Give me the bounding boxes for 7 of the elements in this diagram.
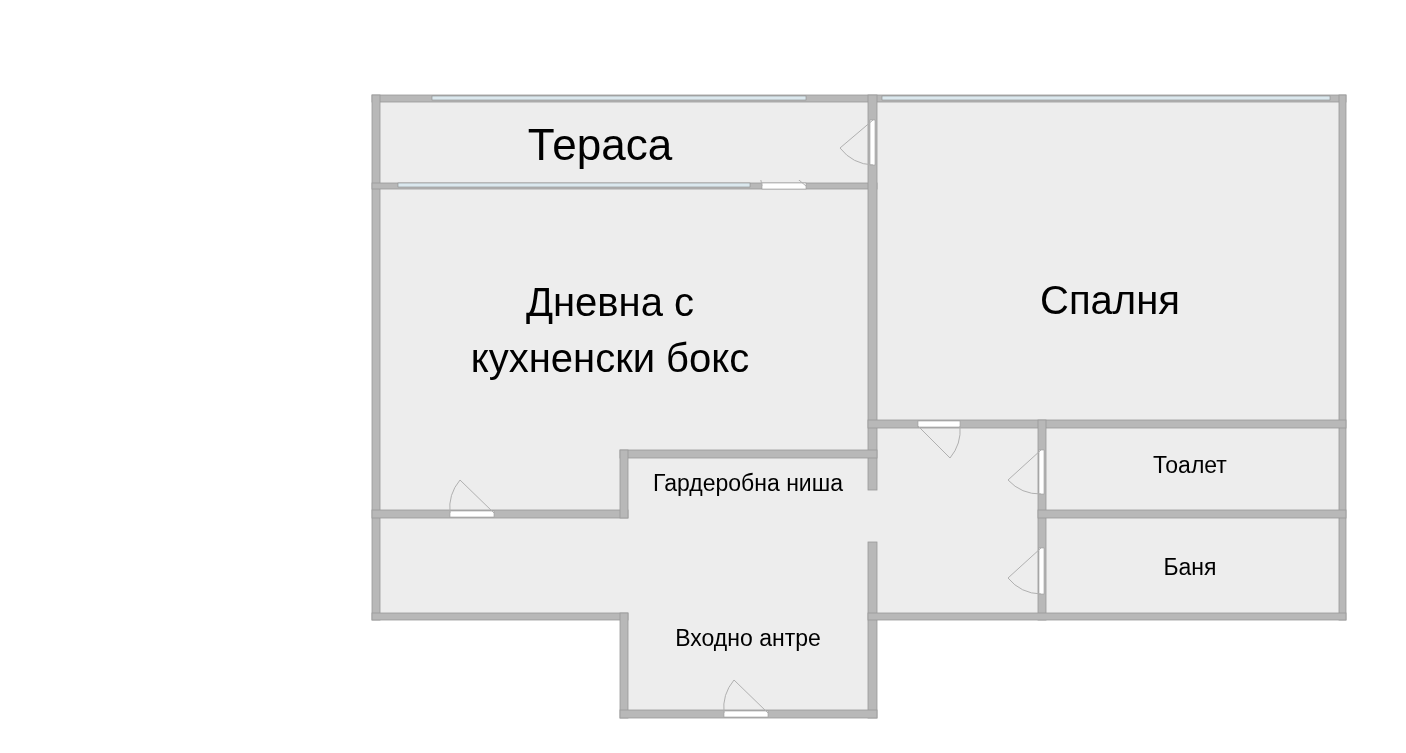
room-label: Дневна с кухненски бокс (469, 279, 751, 382)
room-label: Гардеробна ниша (653, 468, 843, 498)
room-label: Баня (1163, 553, 1217, 583)
room-label: Входно антре (675, 623, 821, 653)
room-label: Тоалет (1153, 450, 1227, 480)
room-label: Спалня (1040, 277, 1180, 324)
room-label: Тераса (527, 119, 673, 172)
